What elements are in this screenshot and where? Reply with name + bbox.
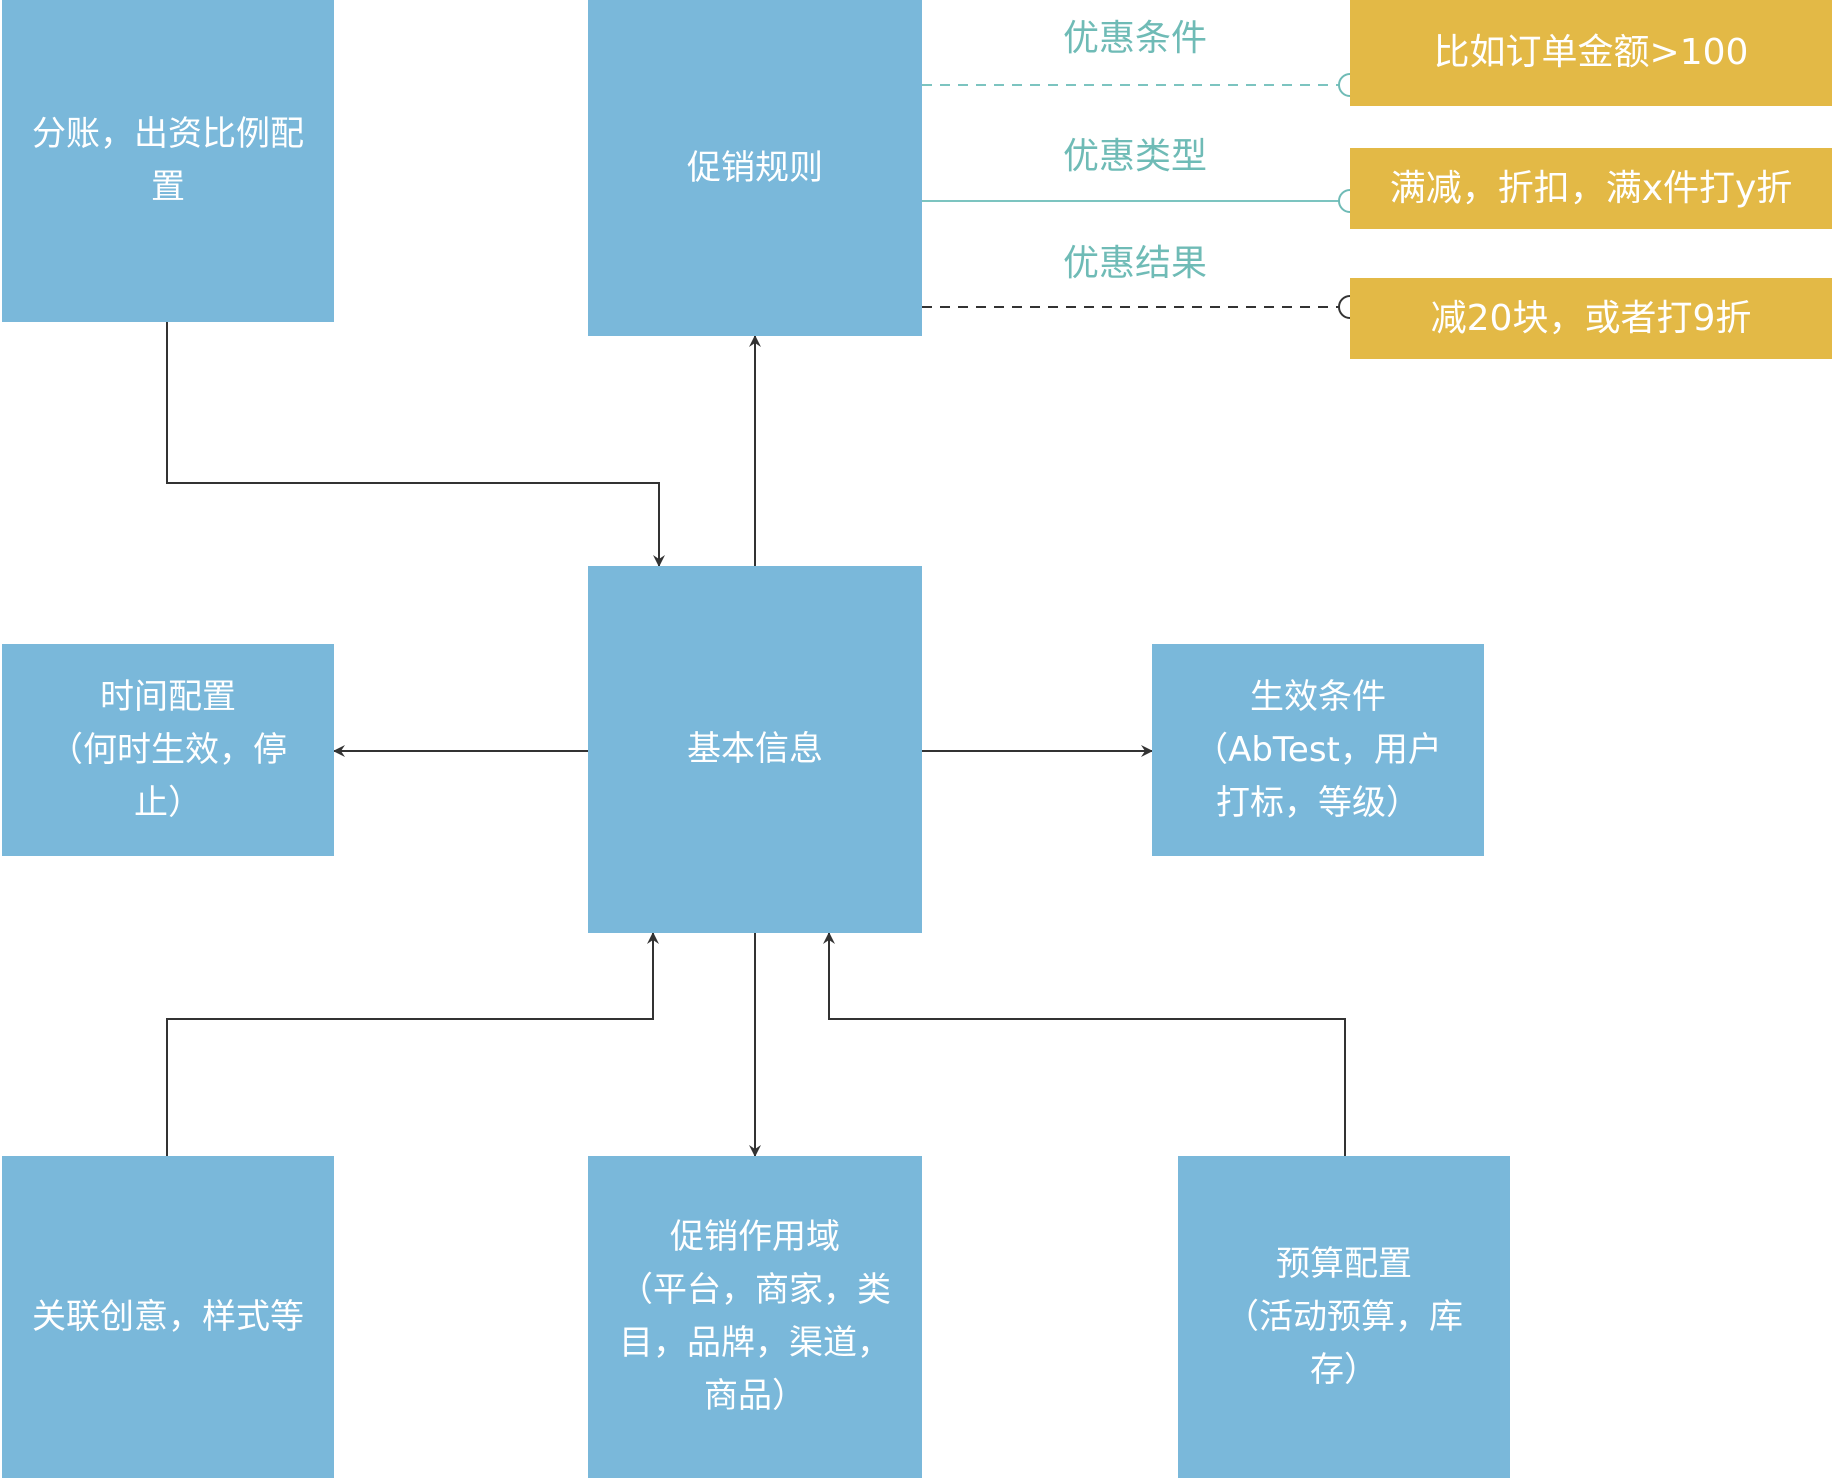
rule-condition-example[interactable]: 比如订单金额>100	[1350, 0, 1832, 106]
node-effective-conditions[interactable]: 生效条件 （AbTest，用户 打标，等级）	[1152, 644, 1484, 856]
node-promotion-scope[interactable]: 促销作用域 （平台，商家，类 目，品牌，渠道， 商品）	[588, 1156, 922, 1478]
node-budget-config[interactable]: 预算配置 （活动预算，库 存）	[1178, 1156, 1510, 1478]
node-basic-info[interactable]: 基本信息	[588, 566, 922, 933]
rule-condition-label: 优惠条件	[1062, 18, 1207, 59]
node-promotion-rules-label: 促销规则	[687, 147, 823, 188]
node-time-config[interactable]: 时间配置 （何时生效，停 止）	[2, 644, 334, 856]
rule-result-label: 优惠结果	[1062, 243, 1207, 284]
node-budget-config-label: 预算配置 （活动预算，库 存）	[1225, 1243, 1463, 1390]
rule-condition-example-text: 比如订单金额>100	[1433, 32, 1749, 73]
edge-split-to-center	[166, 322, 665, 567]
edge-creative-to-center	[166, 932, 659, 1156]
rule-type-example[interactable]: 满减，折扣，满x件打y折	[1350, 148, 1832, 229]
node-creative-label: 关联创意，样式等	[32, 1296, 304, 1337]
node-split-config-label: 分账，出资比例配 置	[32, 114, 304, 207]
node-time-config-label: 时间配置 （何时生效，停 止）	[49, 676, 287, 823]
node-split-config[interactable]: 分账，出资比例配 置	[2, 0, 334, 322]
rule-result-example[interactable]: 减20块，或者打9折	[1350, 278, 1832, 359]
node-effective-conditions-label: 生效条件 （AbTest，用户 打标，等级）	[1194, 676, 1442, 823]
edge-budget-to-center	[823, 932, 1346, 1156]
node-promotion-scope-label: 促销作用域 （平台，商家，类 目，品牌，渠道， 商品）	[619, 1217, 891, 1416]
node-creative[interactable]: 关联创意，样式等	[2, 1156, 334, 1478]
rule-type-example-text: 满减，折扣，满x件打y折	[1389, 167, 1793, 209]
rule-type-label: 优惠类型	[1062, 136, 1207, 177]
rule-result-example-text: 减20块，或者打9折	[1430, 297, 1752, 339]
node-basic-info-label: 基本信息	[687, 729, 823, 769]
node-promotion-rules[interactable]: 促销规则	[588, 0, 922, 336]
